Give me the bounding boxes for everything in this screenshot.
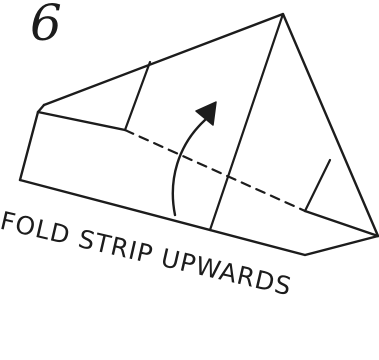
strip-top-edge (38, 112, 125, 130)
fold-up-arrow (173, 120, 205, 215)
paper-triangle-outline (44, 14, 378, 236)
dashed-fold-line (125, 130, 305, 211)
paper-left-edge (38, 105, 44, 112)
strip-right-edge (305, 211, 378, 236)
inner-fold-line (210, 14, 283, 230)
strip-left-edge (20, 112, 38, 180)
arrow-head-icon (196, 102, 216, 125)
right-crease-line (305, 160, 330, 211)
